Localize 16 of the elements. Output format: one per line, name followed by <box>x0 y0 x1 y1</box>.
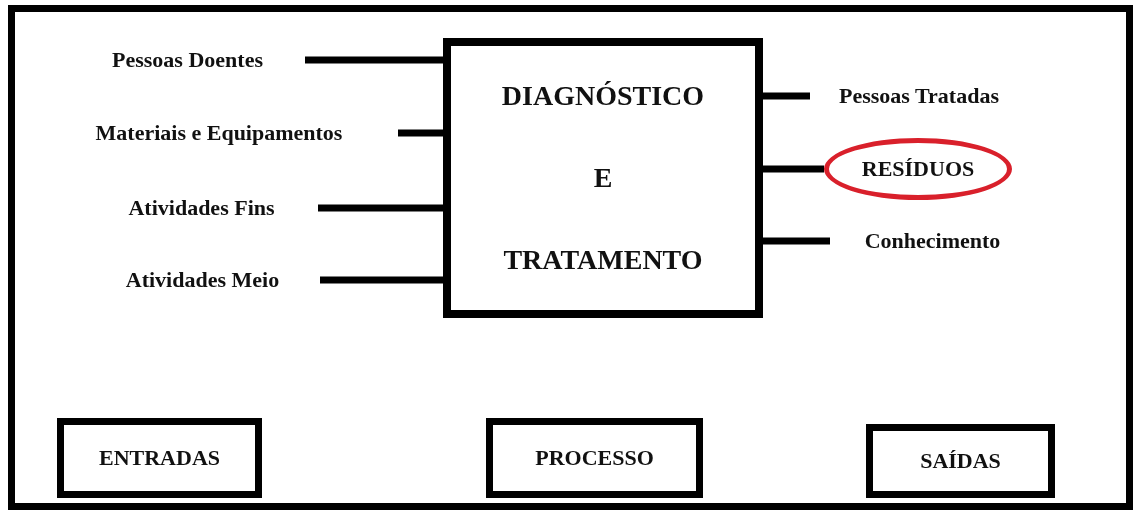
flow-label: Atividades Meio <box>85 264 320 296</box>
box-label: DIAGNÓSTICO E TRATAMENTO <box>501 79 705 277</box>
flow-label: Pessoas Tratadas <box>810 80 1028 112</box>
process-box <box>443 38 763 318</box>
flow-label: Materiais e Equipamentos <box>40 117 398 149</box>
flow-label: Pessoas Doentes <box>70 44 305 76</box>
flow-label: Atividades Fins <box>85 192 318 224</box>
flow-label: Conhecimento <box>830 225 1035 257</box>
highlighted-ellipse <box>824 138 1012 200</box>
box-label: RESÍDUOS <box>861 156 975 182</box>
box-label: ENTRADAS <box>99 445 220 471</box>
box-label: PROCESSO <box>535 445 654 471</box>
label-box <box>866 424 1055 498</box>
box-label: SAÍDAS <box>920 448 1001 474</box>
label-box <box>486 418 703 498</box>
label-box <box>57 418 262 498</box>
